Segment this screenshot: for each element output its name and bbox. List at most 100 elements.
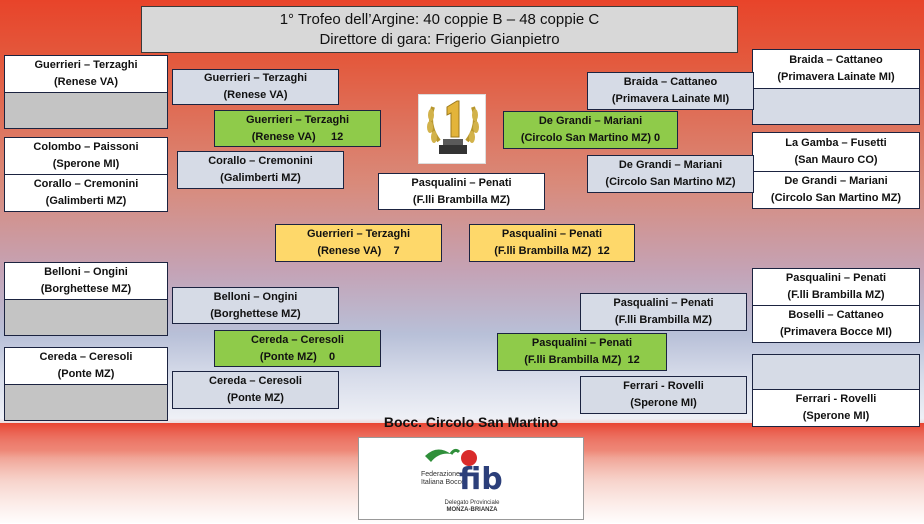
team-score: 0 [654, 132, 661, 144]
team-club-score: (Ponte MZ) 0 [260, 349, 335, 366]
right-r1-slot-2-empty[interactable] [752, 88, 920, 125]
team-club: (Renese VA) [317, 245, 382, 257]
right-r1-slot-1[interactable]: Braida – Cattaneo (Primavera Lainate MI) [752, 49, 920, 89]
team-club: (Ponte MZ) [57, 368, 115, 380]
team-club: (Circolo San Martino MZ) [770, 192, 902, 204]
team-club-score: (Renese VA) 12 [252, 129, 344, 146]
team-club: (Primavera Lainate MI) [611, 93, 730, 105]
team-name: Braida – Cattaneo [623, 76, 718, 88]
right-r1-slot-3[interactable]: La Gamba – Fusetti (San Mauro CO) [752, 132, 920, 172]
team-club: (Renese VA) [251, 130, 316, 143]
team-club: (Circolo San Martino MZ) [605, 176, 736, 188]
fib-delegation-text: Delegato Provinciale MONZA-BRIANZA [439, 500, 505, 514]
team-name: Pasqualini – Penati [531, 337, 633, 349]
left-r2-slot-4[interactable]: Cereda – Ceresoli (Ponte MZ) [172, 371, 339, 409]
team-name: Guerrieri – Terzaghi [203, 72, 308, 84]
team-name: Boselli – Cattaneo [788, 309, 884, 321]
left-r1-slot-6-empty[interactable] [4, 299, 168, 336]
right-r1-slot-8[interactable]: Ferrari - Rovelli (Sperone MI) [752, 389, 920, 427]
team-name: Pasqualini – Penati [501, 228, 603, 240]
team-name: Belloni – Ongini [213, 290, 298, 303]
team-club: (Primavera Lainate MI) [777, 71, 895, 83]
left-r1-slot-5[interactable]: Belloni – Ongini (Borghettese MZ) [4, 262, 168, 300]
team-club: (F.lli Brambilla MZ) [494, 245, 592, 257]
right-r2-slot-3[interactable]: Pasqualini – Penati (F.lli Brambilla MZ) [580, 293, 747, 331]
team-club: (Borghettese MZ) [210, 307, 301, 320]
team-name: De Grandi – Mariani [538, 115, 643, 127]
right-r2-slot-4[interactable]: Ferrari - Rovelli (Sperone MI) [580, 376, 747, 414]
team-club: (Ponte MZ) [227, 392, 284, 404]
right-r2-slot-1[interactable]: Braida – Cattaneo (Primavera Lainate MI) [587, 72, 754, 110]
team-score: 7 [393, 245, 400, 257]
team-club: (Ponte MZ) [259, 350, 317, 363]
right-r1-slot-6[interactable]: Boselli – Cattaneo (Primavera Bocce MI) [752, 305, 920, 343]
left-r1-slot-2-empty[interactable] [4, 92, 168, 129]
team-name: Guerrieri – Terzaghi [34, 59, 138, 71]
left-r1-slot-8-empty[interactable] [4, 384, 168, 421]
team-club: (F.lli Brambilla MZ) [412, 193, 511, 206]
fib-brand: fib [459, 462, 503, 497]
race-director: Direttore di gara: Frigerio Gianpietro [319, 30, 560, 48]
team-name: Ferrari - Rovelli [623, 380, 704, 392]
team-name: Cereda – Ceresoli [39, 351, 133, 363]
fib-federation-text: Federazione Italiana Bocce [421, 471, 465, 487]
team-club-score: (F.lli Brambilla MZ) 12 [524, 352, 640, 369]
team-club-score: (Circolo San Martino MZ) 0 [521, 130, 660, 147]
team-club: (Renese VA) [223, 89, 288, 101]
team-name: La Gamba – Fusetti [785, 137, 887, 149]
venue-label: Bocc. Circolo San Martino [383, 414, 559, 430]
team-name: Cereda – Ceresoli [209, 375, 302, 387]
team-name: Braida – Cattaneo [789, 54, 883, 66]
team-club: (F.lli Brambilla MZ) [524, 354, 622, 366]
trophy-image [418, 94, 486, 164]
right-r3-slot-2[interactable]: Pasqualini – Penati (F.lli Brambilla MZ)… [497, 333, 667, 371]
team-name: De Grandi – Mariani [618, 159, 723, 171]
team-name: Ferrari - Rovelli [795, 393, 877, 405]
right-r1-slot-7-empty[interactable] [752, 354, 920, 390]
page-title: 1° Trofeo dell’Argine: 40 coppie B – 48 … [141, 6, 738, 53]
left-finalist[interactable]: Guerrieri – Terzaghi (Renese VA) 7 [275, 224, 442, 262]
center-semifinal-slot[interactable]: Pasqualini – Penati (F.lli Brambilla MZ) [378, 173, 545, 210]
left-r2-slot-3[interactable]: Belloni – Ongini (Borghettese MZ) [172, 287, 339, 324]
team-club-score: (F.lli Brambilla MZ) 12 [494, 243, 610, 260]
right-finalist[interactable]: Pasqualini – Penati (F.lli Brambilla MZ)… [469, 224, 635, 262]
team-name: Belloni – Ongini [44, 266, 128, 278]
team-club: (Sperone MI) [630, 397, 697, 409]
team-score: 12 [627, 354, 640, 366]
team-name: Colombo – Paissoni [33, 141, 139, 153]
team-name: Pasqualini – Penati [411, 176, 512, 189]
team-name: Corallo – Cremonini [208, 155, 313, 167]
team-club: (Primavera Bocce MI) [780, 326, 892, 338]
right-r1-slot-5[interactable]: Pasqualini – Penati (F.lli Brambilla MZ) [752, 268, 920, 306]
left-r1-slot-4[interactable]: Corallo – Cremonini (Galimberti MZ) [4, 174, 168, 212]
team-club: (Borghettese MZ) [40, 283, 132, 295]
logo-line: Delegato Provinciale [444, 500, 500, 506]
right-r1-slot-4[interactable]: De Grandi – Mariani (Circolo San Martino… [752, 171, 920, 209]
left-r2-slot-1[interactable]: Guerrieri – Terzaghi (Renese VA) [172, 69, 339, 105]
team-name: Guerrieri – Terzaghi [245, 113, 350, 126]
team-club: (Galimberti MZ) [220, 172, 301, 184]
logo-line: Federazione [421, 471, 460, 478]
team-club: (Circolo San Martino MZ) [520, 132, 651, 144]
team-club: (Renese VA) [54, 76, 118, 88]
team-club: (Galimberti MZ) [45, 195, 127, 207]
left-r1-slot-7[interactable]: Cereda – Ceresoli (Ponte MZ) [4, 347, 168, 385]
left-r1-slot-3[interactable]: Colombo – Paissoni (Sperone MI) [4, 137, 168, 175]
team-club: (San Mauro CO) [794, 154, 878, 166]
left-r3-slot-2[interactable]: Cereda – Ceresoli (Ponte MZ) 0 [214, 330, 381, 367]
left-r3-slot-1[interactable]: Guerrieri – Terzaghi (Renese VA) 12 [214, 110, 381, 147]
trophy-icon [427, 100, 479, 154]
right-r2-slot-2[interactable]: De Grandi – Mariani (Circolo San Martino… [587, 155, 754, 193]
team-club-score: (Renese VA) 7 [317, 243, 399, 260]
logo-line: MONZA-BRIANZA [446, 507, 498, 513]
tournament-title: 1° Trofeo dell’Argine: 40 coppie B – 48 … [279, 10, 600, 28]
team-name: Corallo – Cremonini [33, 178, 139, 190]
left-r1-slot-1[interactable]: Guerrieri – Terzaghi (Renese VA) [4, 55, 168, 93]
team-name: Pasqualini – Penati [613, 297, 714, 309]
logo-line: Italiana Bocce [421, 479, 465, 486]
right-r3-slot-1[interactable]: De Grandi – Mariani (Circolo San Martino… [503, 111, 678, 149]
team-club: (Sperone MI) [52, 158, 120, 170]
team-score: 0 [328, 350, 336, 363]
team-club: (Sperone MI) [802, 410, 870, 422]
left-r2-slot-2[interactable]: Corallo – Cremonini (Galimberti MZ) [177, 151, 344, 189]
